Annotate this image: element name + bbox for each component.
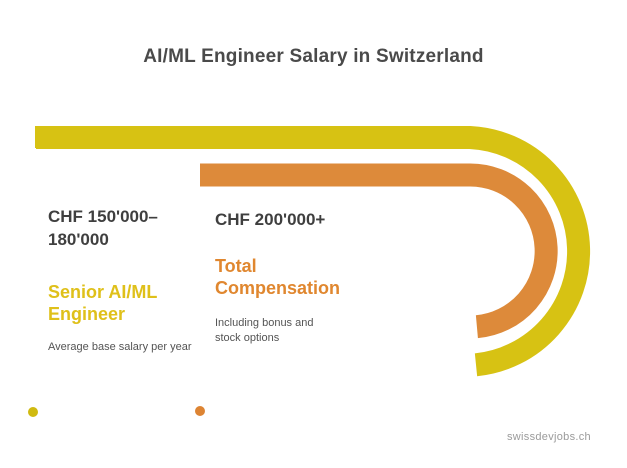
base-salary-leader-line bbox=[29, 148, 36, 406]
base-salary-role: Senior AI/ML Engineer bbox=[48, 281, 157, 325]
watermark: swissdevjobs.ch bbox=[507, 431, 591, 443]
total-comp-caption-line2: stock options bbox=[215, 332, 280, 344]
base-salary-amount-line2: 180'000 bbox=[48, 230, 109, 249]
total-comp-caption: Including bonus and stock options bbox=[215, 316, 313, 346]
total-comp-caption-line1: Including bonus and bbox=[215, 317, 314, 329]
total-comp-dot bbox=[192, 403, 208, 419]
base-salary-role-line2: Engineer bbox=[48, 304, 126, 324]
base-salary-dot bbox=[25, 404, 41, 420]
total-comp-role: Total Compensation bbox=[215, 255, 340, 299]
base-salary-amount: CHF 150'000– 180'000 bbox=[48, 205, 158, 251]
base-salary-caption: Average base salary per year bbox=[48, 341, 192, 353]
total-comp-role-line1: Total bbox=[215, 256, 257, 276]
base-salary-role-line1: Senior AI/ML bbox=[48, 282, 158, 302]
total-comp-amount: CHF 200'000+ bbox=[215, 210, 326, 229]
base-salary-amount-line1: CHF 150'000– bbox=[48, 207, 158, 226]
total-comp-arc bbox=[200, 163, 558, 339]
total-comp-leader-line bbox=[196, 187, 203, 406]
base-salary-arc bbox=[35, 126, 591, 377]
page-title: AI/ML Engineer Salary in Switzerland bbox=[143, 46, 484, 67]
total-comp-role-line2: Compensation bbox=[215, 278, 341, 298]
